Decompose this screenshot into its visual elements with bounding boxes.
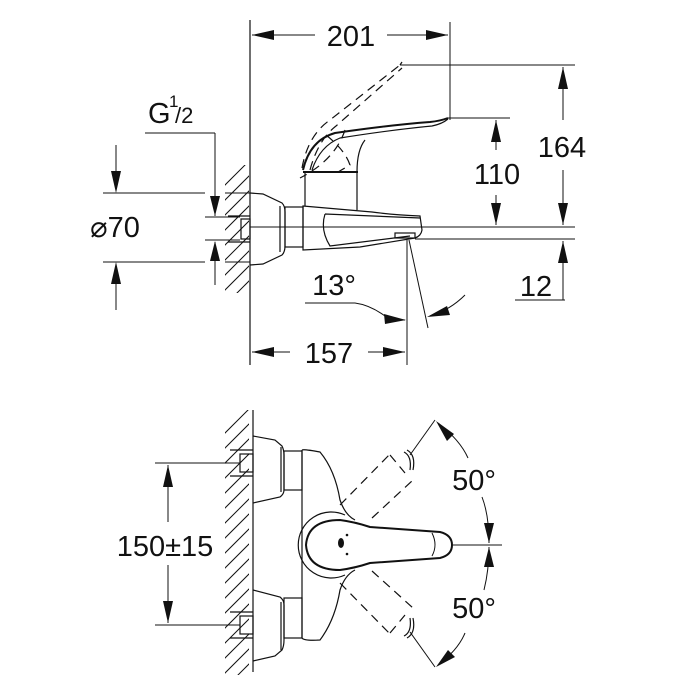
dimension-label-157: 157 xyxy=(305,338,353,370)
dimension-label-201: 201 xyxy=(327,21,375,53)
dimension-157: 157 xyxy=(252,338,405,370)
dimension-label-110: 110 xyxy=(474,159,520,191)
aerator xyxy=(394,232,416,239)
wall-hatching-top xyxy=(225,410,249,675)
dimension-label-50-degrees-upper: 50° xyxy=(452,465,496,497)
wall-hatching-side xyxy=(225,165,249,293)
dimension-label-164: 164 xyxy=(538,132,586,164)
temperature-indicator xyxy=(338,538,344,548)
wall-connection xyxy=(228,215,251,243)
lever-position-lower xyxy=(339,570,415,639)
dimension-110: 110 xyxy=(474,120,520,225)
lever-handle-top xyxy=(304,518,454,572)
dimension-12: 12 xyxy=(515,241,568,303)
dimension-label-diameter-70: ⌀70 xyxy=(90,212,140,244)
dimension-label-50-degrees-lower: 50° xyxy=(452,593,496,625)
dimension-201: 201 xyxy=(252,21,451,120)
thread-g: G xyxy=(148,98,171,130)
thread-denominator: /2 xyxy=(175,103,193,128)
lower-connection xyxy=(230,589,303,662)
dimension-label-12: 12 xyxy=(520,271,552,303)
thread-label-g-half: G 1 /2 xyxy=(145,92,240,285)
dimension-50-degrees-lower: 50° xyxy=(436,546,496,667)
lever-position-upper xyxy=(339,449,415,519)
angle-ray-lower xyxy=(409,631,436,668)
dimension-label-13-degrees: 13° xyxy=(312,270,356,302)
dimension-50-degrees-upper: 50° xyxy=(436,421,496,544)
angle-ray-upper xyxy=(409,419,436,456)
upper-connection xyxy=(230,435,303,504)
dimension-label-150-plus-minus-15: 150±15 xyxy=(117,531,214,563)
side-view: 201 164 110 12 xyxy=(90,20,586,370)
dimension-164: 164 xyxy=(538,67,586,225)
thread-numerator: 1 xyxy=(169,92,178,111)
handle-base xyxy=(297,511,346,579)
spout-body xyxy=(302,205,423,251)
lever-raised-position xyxy=(301,64,401,169)
dimension-150-plus-minus-15: 150±15 xyxy=(117,462,240,626)
top-view: 50° 50° 150±15 xyxy=(117,410,502,675)
dimension-diameter-70: ⌀70 xyxy=(90,145,250,310)
dimension-13-degrees: 13° xyxy=(305,239,466,365)
body-top xyxy=(301,449,356,641)
lever-handle xyxy=(302,117,449,171)
